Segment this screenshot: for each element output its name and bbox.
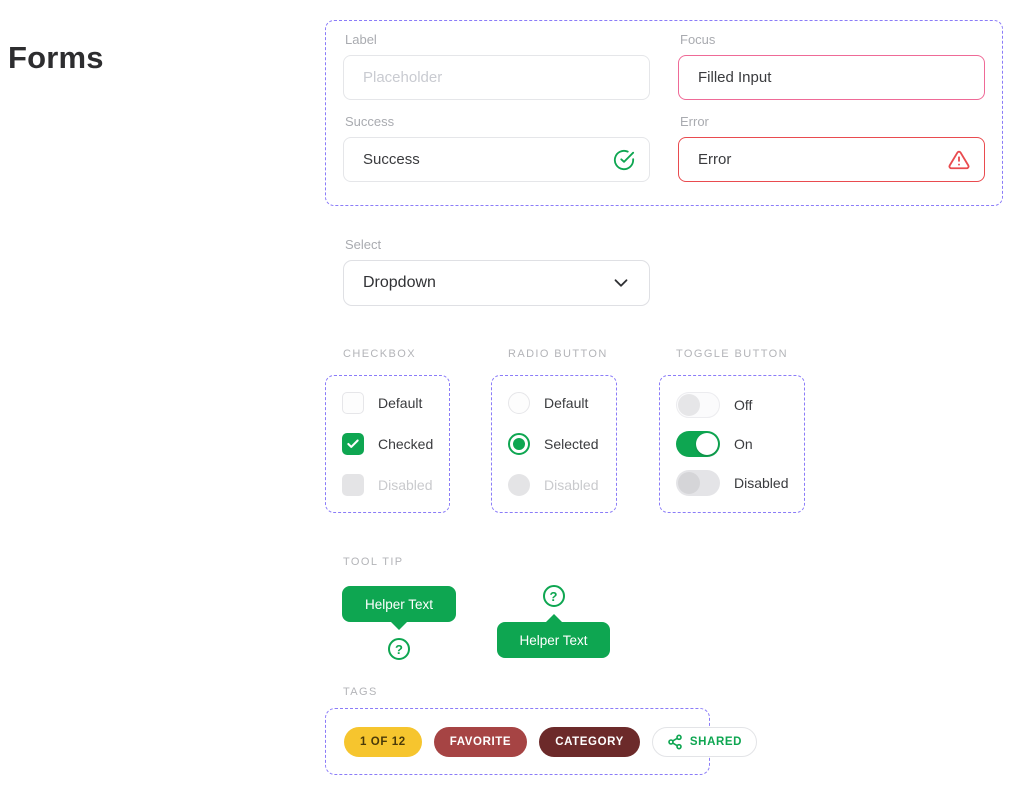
tooltip-section-label: TOOL TIP	[343, 556, 404, 568]
question-mark-icon[interactable]: ?	[388, 638, 410, 660]
chevron-down-icon	[614, 279, 628, 287]
toggle-on[interactable]	[676, 431, 720, 457]
toggle-off[interactable]	[676, 392, 720, 418]
radio-dot	[513, 438, 525, 450]
page-title: Forms	[8, 40, 104, 75]
radio-row-default: Default	[508, 392, 616, 414]
tooltip-arrow	[391, 622, 407, 630]
tooltip-bubble: Helper Text	[342, 586, 456, 622]
field-success: Success	[343, 114, 650, 182]
field-focus: Focus	[678, 32, 985, 100]
tag-shared[interactable]: SHARED	[651, 726, 758, 757]
tags-section-label: TAGS	[343, 686, 378, 698]
success-input-box	[343, 137, 650, 182]
tooltip-arrow	[545, 614, 562, 622]
checkbox-default-label: Default	[378, 395, 423, 411]
select-group: Select Dropdown	[343, 237, 650, 306]
focus-input-box	[678, 55, 985, 100]
toggle-on-label: On	[734, 436, 753, 452]
toggle-disabled-label: Disabled	[734, 475, 789, 491]
checkbox-checked-label: Checked	[378, 436, 434, 452]
select-value: Dropdown	[363, 274, 436, 291]
radio-section-label: RADIO BUTTON	[508, 348, 608, 360]
checkbox-row-disabled: Disabled	[342, 474, 449, 496]
toggle-row-on: On	[676, 431, 804, 457]
checkbox-disabled-label: Disabled	[378, 477, 433, 493]
radio-default-label: Default	[544, 395, 589, 411]
tooltip-bubble: Helper Text	[497, 622, 610, 658]
checkbox-row-checked: Checked	[342, 433, 449, 455]
default-input-box	[343, 55, 650, 100]
select-label: Select	[345, 237, 382, 252]
inputs-panel: Label Focus Success Error	[325, 20, 1003, 206]
tag-shared-label: SHARED	[689, 735, 743, 748]
field-default: Label	[343, 32, 650, 100]
field-label-success: Success	[345, 114, 395, 129]
select-dropdown[interactable]: Dropdown	[343, 260, 650, 306]
default-input[interactable]	[363, 69, 635, 86]
radio-default[interactable]	[508, 392, 530, 414]
field-error: Error	[678, 114, 985, 182]
success-input[interactable]	[363, 151, 603, 168]
radio-row-disabled: Disabled	[508, 474, 616, 496]
toggle-knob	[696, 433, 718, 455]
toggle-off-label: Off	[734, 397, 753, 413]
toggle-knob	[678, 394, 700, 416]
error-input-box	[678, 137, 985, 182]
field-label-default: Label	[345, 32, 377, 47]
checkbox-row-default: Default	[342, 392, 449, 414]
tag-count-badge: 1 OF 12	[344, 726, 422, 757]
tags-panel: 1 OF 12 FAVORITE CATEGORY SHARED	[325, 708, 758, 775]
radio-selected-label: Selected	[544, 436, 599, 452]
checkbox-default[interactable]	[342, 392, 364, 414]
tag-category[interactable]: CATEGORY	[539, 726, 640, 757]
question-mark-icon[interactable]: ?	[542, 585, 565, 607]
tooltip-bottom-arrow: Helper Text ?	[342, 586, 456, 660]
toggle-row-disabled: Disabled	[676, 470, 804, 496]
radio-selected[interactable]	[508, 433, 530, 455]
field-label-error: Error	[680, 114, 709, 129]
toggle-knob	[678, 472, 700, 494]
toggle-panel: Off On Disabled	[659, 375, 805, 513]
toggle-row-off: Off	[676, 392, 804, 418]
checkbox-section-label: CHECKBOX	[343, 348, 416, 360]
toggle-disabled	[676, 470, 720, 496]
warning-triangle-icon	[948, 150, 970, 169]
share-icon	[668, 734, 682, 749]
error-input[interactable]	[698, 151, 938, 168]
tag-favorite[interactable]: FAVORITE	[433, 726, 528, 757]
focus-input[interactable]	[698, 69, 970, 86]
radio-row-selected: Selected	[508, 433, 616, 455]
field-label-focus: Focus	[680, 32, 716, 47]
tooltip-top-arrow: ? Helper Text	[497, 585, 610, 658]
check-circle-icon	[613, 149, 635, 170]
radio-panel: Default Selected Disabled	[491, 375, 617, 513]
check-icon	[347, 439, 359, 448]
radio-disabled-label: Disabled	[544, 477, 599, 493]
toggle-section-label: TOGGLE BUTTON	[676, 348, 788, 360]
checkbox-checked[interactable]	[342, 433, 364, 455]
checkbox-disabled	[342, 474, 364, 496]
radio-disabled	[508, 474, 530, 496]
checkbox-panel: Default Checked Disabled	[325, 375, 450, 513]
